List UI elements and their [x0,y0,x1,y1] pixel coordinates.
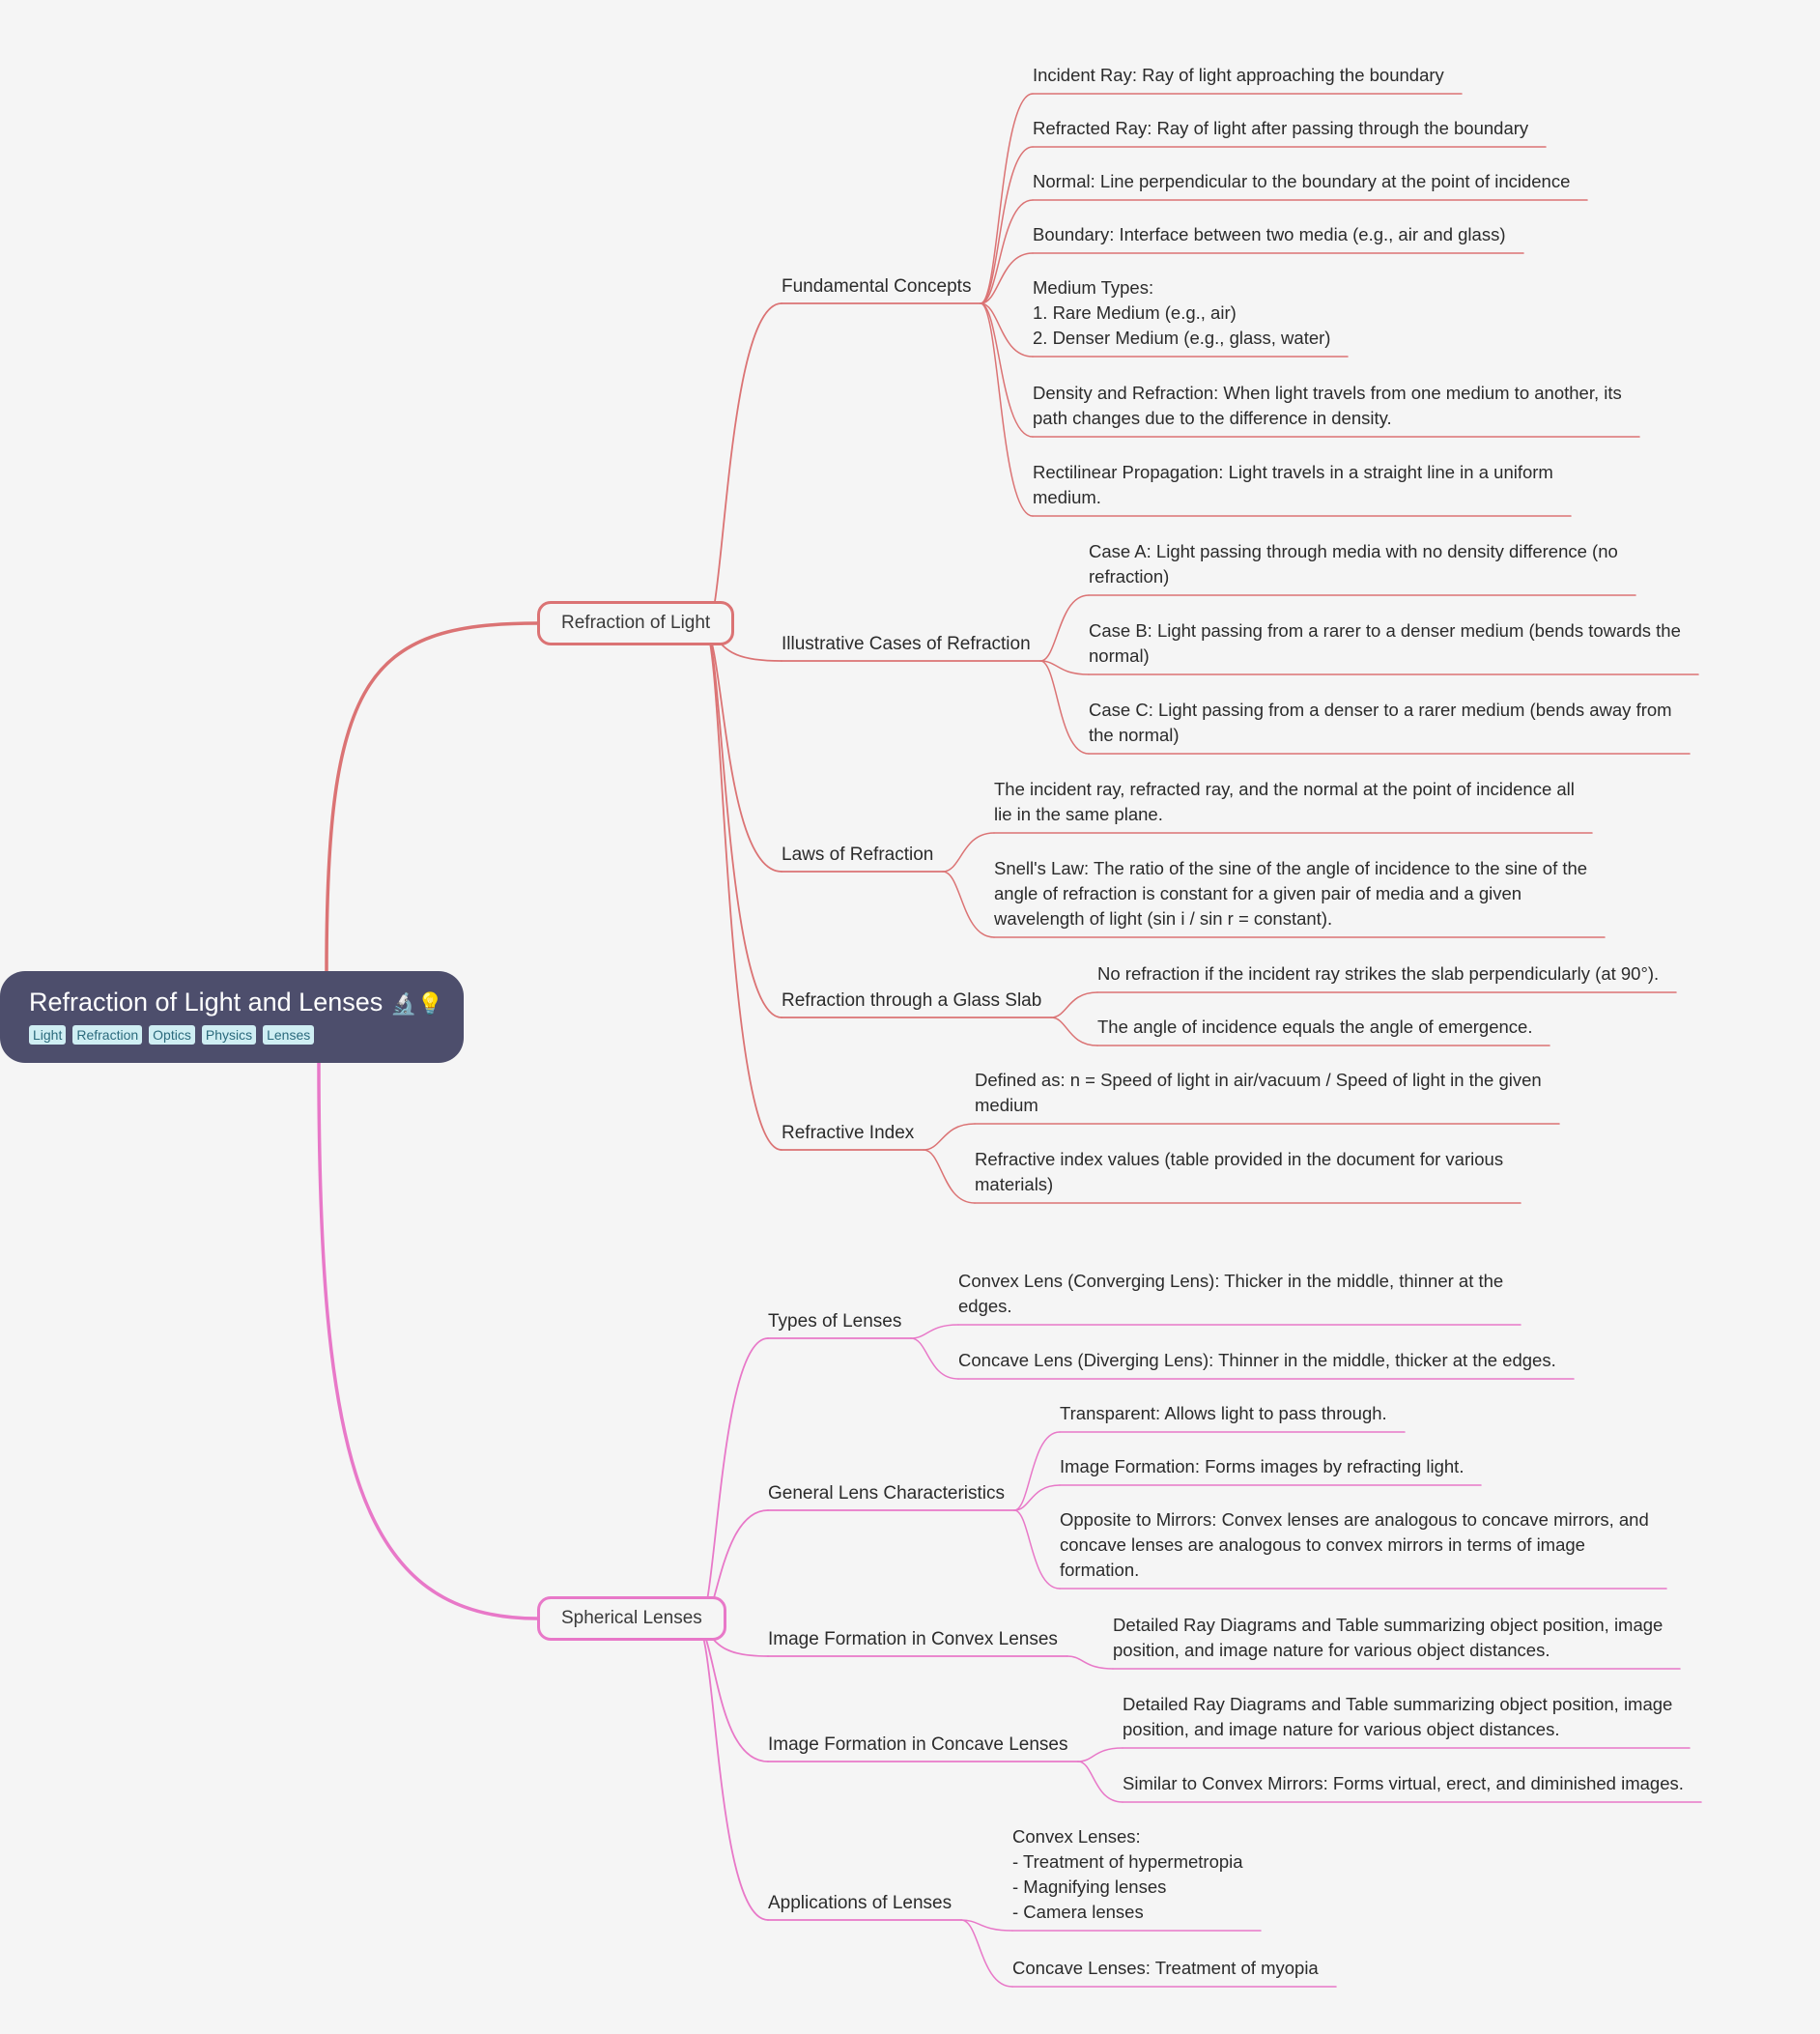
connector-1-2-0 [1066,1655,1114,1670]
leaf-refractive-index-values[interactable]: Refractive index values (table provided … [975,1149,1504,1194]
leaf-concave-ray-diagrams[interactable]: Detailed Ray Diagrams and Table summariz… [1123,1694,1673,1739]
connector-0-0-1 [980,146,1034,304]
connector-1-4-1 [960,1919,1013,1988]
microscope-bulb-icon: 🔬💡 [390,991,444,1016]
connector-0-4-1 [923,1149,976,1204]
connector-1-3 [697,1620,769,1762]
leaf-angle-emergence[interactable]: The angle of incidence equals the angle … [1097,1017,1533,1037]
connector-0-4-0 [923,1123,976,1151]
tag-optics[interactable]: Optics [149,1025,195,1045]
connector-1-0-0 [910,1324,959,1339]
leaf-same-plane[interactable]: The incident ray, refracted ray, and the… [994,779,1575,824]
connector-0-3-0 [1050,991,1098,1018]
leaf-convex-applications[interactable]: Convex Lenses: - Treatment of hypermetro… [1012,1826,1243,1922]
connector-0-0-3 [980,252,1034,304]
topic-general-lens-characteristics[interactable]: General Lens Characteristics [768,1483,1005,1504]
connector-1-1-0 [1013,1431,1061,1511]
tag-lenses[interactable]: Lenses [263,1025,315,1045]
leaf-refracted-ray[interactable]: Refracted Ray: Ray of light after passin… [1033,118,1529,138]
root-topic[interactable]: Refraction of Light and Lenses🔬💡 Light R… [0,971,464,1063]
leaf-density-refraction[interactable]: Density and Refraction: When light trave… [1033,383,1622,428]
leaf-image-formation[interactable]: Image Formation: Forms images by refract… [1060,1456,1465,1476]
connector-0-1-2 [1039,660,1090,755]
topic-laws-of-refraction[interactable]: Laws of Refraction [782,845,934,865]
connector-0-0-0 [980,93,1034,304]
connector-0-4 [704,625,782,1151]
tag-physics[interactable]: Physics [201,1025,257,1045]
leaf-medium-types[interactable]: Medium Types: 1. Rare Medium (e.g., air)… [1033,277,1331,348]
connector-0-0-6 [980,302,1034,517]
leaf-concave-lens[interactable]: Concave Lens (Diverging Lens): Thinner i… [958,1350,1556,1370]
leaf-case-c[interactable]: Case C: Light passing from a denser to a… [1089,700,1672,745]
connector-0-0-4 [980,302,1034,358]
topic-convex-image-formation[interactable]: Image Formation in Convex Lenses [768,1629,1058,1649]
leaf-similar-convex-mirrors[interactable]: Similar to Convex Mirrors: Forms virtual… [1123,1773,1684,1793]
topic-fundamental-concepts[interactable]: Fundamental Concepts [782,276,972,297]
connector-0-2 [704,625,782,873]
connector-1-1-2 [1013,1509,1061,1590]
leaf-convex-ray-diagrams[interactable]: Detailed Ray Diagrams and Table summariz… [1113,1615,1664,1660]
connector-1-4-0 [960,1919,1013,1932]
connector-1-3-0 [1077,1747,1123,1762]
leaf-boundary[interactable]: Boundary: Interface between two media (e… [1033,224,1506,244]
leaf-concave-applications[interactable]: Concave Lenses: Treatment of myopia [1012,1958,1319,1978]
topic-types-of-lenses[interactable]: Types of Lenses [768,1311,902,1332]
tag-list: Light Refraction Optics Physics Lenses [29,1025,435,1045]
connector-0-2-1 [942,871,995,938]
connector-0-2-0 [942,832,995,873]
connector-1-0-1 [910,1337,959,1380]
connector-0-1-0 [1039,594,1090,662]
connector-1-3-1 [1077,1761,1123,1803]
topic-glass-slab[interactable]: Refraction through a Glass Slab [782,990,1042,1011]
leaf-normal[interactable]: Normal: Line perpendicular to the bounda… [1033,171,1571,191]
tag-refraction[interactable]: Refraction [72,1025,143,1045]
branch-spherical-lenses[interactable]: Spherical Lenses [537,1596,726,1641]
leaf-transparent[interactable]: Transparent: Allows light to pass throug… [1060,1403,1387,1423]
topic-refractive-index[interactable]: Refractive Index [782,1123,915,1143]
leaf-snells-law[interactable]: Snell's Law: The ratio of the sine of th… [994,858,1588,929]
topic-illustrative-cases[interactable]: Illustrative Cases of Refraction [782,634,1031,654]
connector-0-1-1 [1039,660,1090,675]
leaf-no-refraction-perpendicular[interactable]: No refraction if the incident ray strike… [1097,963,1660,984]
connector-0-0-2 [980,199,1034,304]
connector-root-0 [325,621,539,973]
connector-1-1-1 [1013,1484,1061,1511]
connector-0-0-5 [980,302,1034,438]
connector-1-4 [697,1620,769,1921]
leaf-opposite-to-mirrors[interactable]: Opposite to Mirrors: Convex lenses are a… [1060,1509,1649,1580]
leaf-incident-ray[interactable]: Incident Ray: Ray of light approaching t… [1033,65,1444,85]
connector-1-0 [697,1337,769,1623]
topic-concave-image-formation[interactable]: Image Formation in Concave Lenses [768,1734,1068,1755]
leaf-refractive-index-definition[interactable]: Defined as: n = Speed of light in air/va… [975,1070,1542,1115]
topic-applications-of-lenses[interactable]: Applications of Lenses [768,1893,953,1913]
connector-0-3-1 [1050,1017,1098,1046]
leaf-case-a[interactable]: Case A: Light passing through media with… [1089,541,1618,587]
leaf-rectilinear-propagation[interactable]: Rectilinear Propagation: Light travels i… [1033,462,1553,507]
branch-refraction-of-light[interactable]: Refraction of Light [537,601,735,645]
root-title: Refraction of Light and Lenses🔬💡 [29,983,443,1023]
tag-light[interactable]: Light [29,1025,67,1045]
connector-0-0 [704,302,782,628]
leaf-convex-lens[interactable]: Convex Lens (Converging Lens): Thicker i… [958,1271,1504,1316]
connector-root-1 [317,1061,539,1620]
root-title-text: Refraction of Light and Lenses [29,988,384,1017]
leaf-case-b[interactable]: Case B: Light passing from a rarer to a … [1089,620,1681,666]
